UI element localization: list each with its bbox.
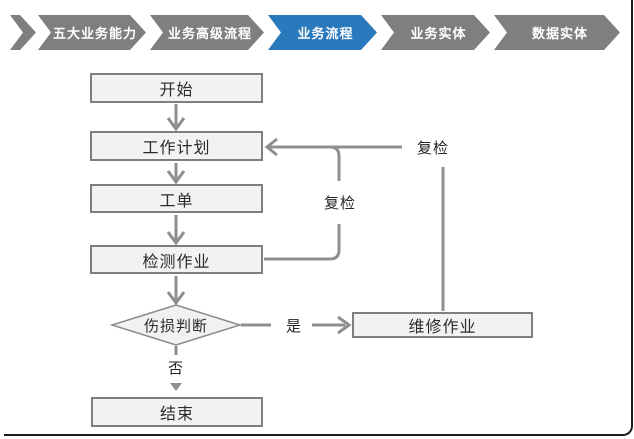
nav-item-business-entity[interactable]: 业务实体 — [381, 15, 490, 50]
node-work-plan: 工作计划 — [90, 131, 263, 161]
slide-border — [4, 0, 633, 436]
nav-item-high-level-process[interactable]: 业务高级流程 — [150, 15, 264, 50]
edge-label-recheck-outer: 复检 — [410, 136, 456, 158]
nav-item-label: 业务实体 — [410, 26, 467, 41]
node-damage-decision: 伤损判断 — [112, 305, 240, 345]
node-start: 开始 — [90, 73, 263, 103]
nav-item-data-entity[interactable]: 数据实体 — [494, 15, 620, 50]
node-label: 工作计划 — [142, 140, 211, 157]
node-label: 检测作业 — [142, 253, 211, 271]
node-repair-work: 维修作业 — [352, 312, 533, 338]
edge-label-recheck-inner: 复检 — [317, 191, 363, 213]
node-work-order: 工单 — [90, 184, 263, 213]
nav-item-label: 数据实体 — [531, 26, 588, 41]
node-label: 工单 — [159, 192, 194, 210]
chevron-lead-icon — [10, 15, 36, 50]
node-label: 开始 — [159, 82, 194, 99]
edge-label-no: 否 — [163, 356, 189, 378]
nav-item-label: 业务高级流程 — [167, 26, 252, 41]
node-label: 伤损判断 — [143, 317, 208, 335]
nav-item-five-capabilities[interactable]: 五大业务能力 — [38, 15, 146, 50]
edge-label-yes: 是 — [281, 314, 307, 336]
nav-item-label: 五大业务能力 — [52, 26, 137, 41]
node-end: 结束 — [91, 397, 263, 427]
node-label: 结束 — [159, 406, 194, 423]
node-label: 维修作业 — [408, 319, 477, 336]
node-inspection-work: 检测作业 — [90, 245, 263, 274]
nav-item-business-process[interactable]: 业务流程 — [268, 15, 377, 50]
nav-item-label: 业务流程 — [297, 26, 354, 41]
